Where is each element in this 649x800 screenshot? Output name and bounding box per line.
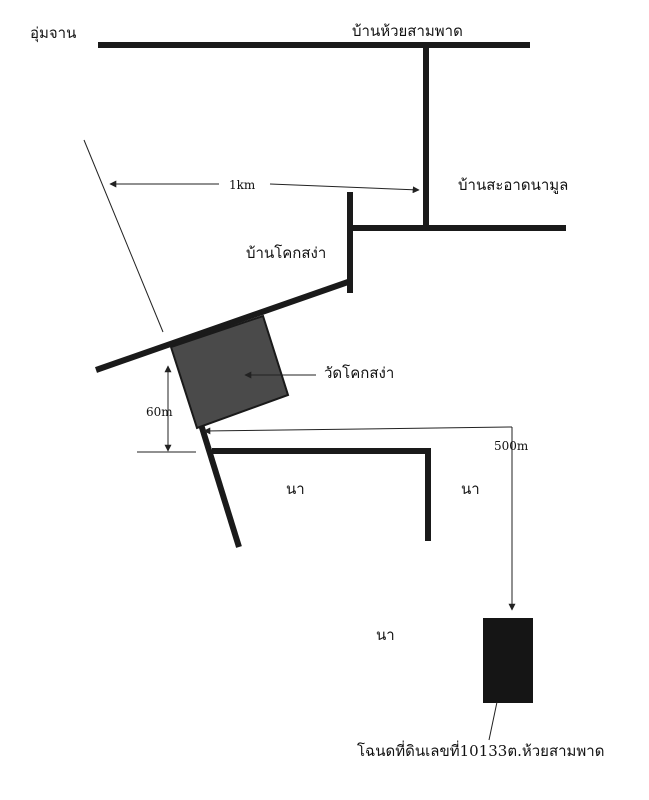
road-field-boundary (212, 448, 431, 541)
label-field-3: นา (376, 626, 395, 644)
label-field-1: นา (286, 480, 305, 498)
reference-line (83, 139, 164, 333)
arrow-1km-right (269, 183, 420, 194)
roads (95, 42, 566, 548)
label-wat-khok-sa-nga: วัดโคกสง่า (324, 364, 394, 382)
label-ban-sa-at-na-mun: บ้านสะอาดนามูล (458, 176, 568, 194)
label-ban-huai-sam-phat: บ้านห้วยสามพาด (352, 22, 463, 40)
road-diagonal (95, 279, 349, 373)
label-distance-60m: 60m (146, 405, 173, 419)
label-distance-1km: 1km (229, 178, 256, 192)
label-title-deed: โฉนดที่ดินเลขที่10133ต.ห้วยสามพาด (357, 740, 604, 760)
pointer-land-plot (488, 701, 498, 741)
label-field-2: นา (461, 480, 480, 498)
label-distance-500m: 500m (494, 439, 529, 453)
label-ban-khok-sa-nga: บ้านโคกสง่า (246, 244, 326, 262)
temple-building (169, 314, 290, 430)
annotations (109, 180, 516, 741)
land-plot (483, 618, 533, 703)
label-um-chan: อุ่มจาน (30, 24, 76, 43)
line-500m-top (203, 426, 513, 435)
